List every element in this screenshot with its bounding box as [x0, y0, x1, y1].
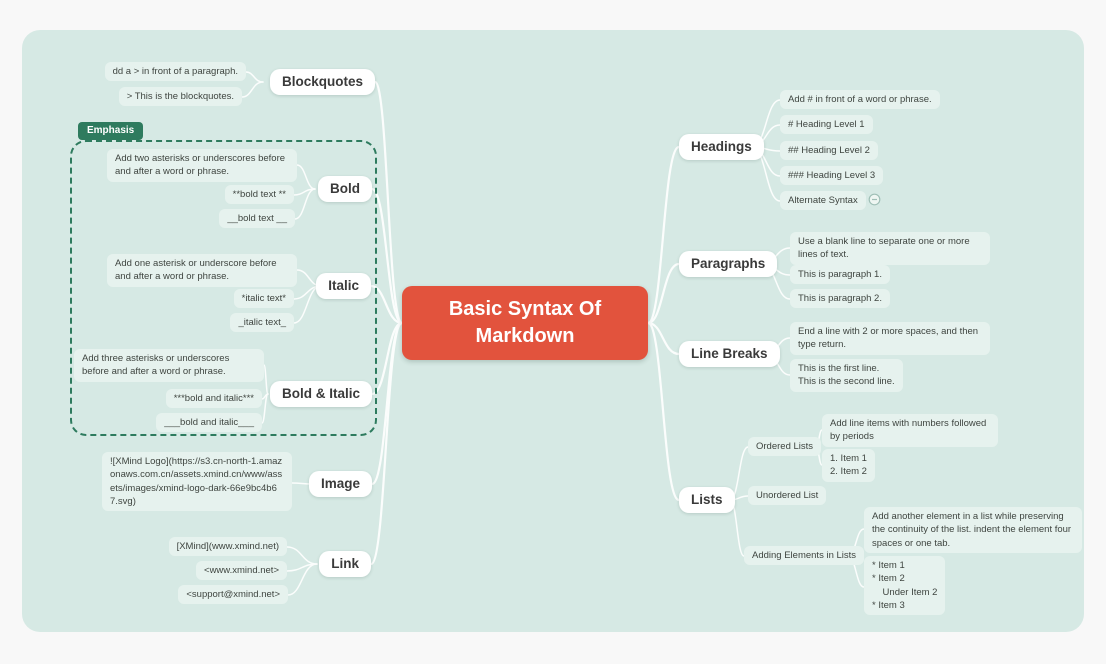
- lists-unordered-label[interactable]: Unordered List: [748, 486, 827, 506]
- headings-example-3[interactable]: ### Heading Level 3: [780, 166, 884, 186]
- blockquotes-example[interactable]: > This is the blockquotes.: [118, 87, 242, 107]
- topic-line-breaks[interactable]: Line Breaks: [679, 341, 780, 368]
- emphasis-boundary-label[interactable]: Emphasis: [78, 122, 144, 140]
- adding-elements-note[interactable]: Add another element in a list while pres…: [864, 507, 1082, 553]
- topic-bold-italic[interactable]: Bold & Italic: [269, 381, 372, 408]
- link-example-3[interactable]: <support@xmind.net>: [178, 585, 288, 605]
- bold-example-2[interactable]: __bold text __: [219, 209, 295, 229]
- adding-elements-example[interactable]: * Item 1 * Item 2 Under Item 2 * Item 3: [864, 556, 946, 616]
- headings-example-2[interactable]: ## Heading Level 2: [780, 141, 878, 161]
- topic-bold[interactable]: Bold: [318, 176, 372, 203]
- central-topic[interactable]: Basic Syntax Of Markdown: [402, 286, 648, 360]
- paragraphs-example-2[interactable]: This is paragraph 2.: [790, 289, 890, 309]
- headings-note[interactable]: Add # in front of a word or phrase.: [780, 90, 940, 110]
- link-example-1[interactable]: [XMind](www.xmind.net): [168, 537, 287, 557]
- topic-blockquotes[interactable]: Blockquotes: [269, 69, 375, 96]
- emphasis-boundary[interactable]: [70, 140, 377, 436]
- line-breaks-note[interactable]: End a line with 2 or more spaces, and th…: [790, 322, 990, 355]
- topic-link[interactable]: Link: [319, 551, 371, 578]
- topic-image[interactable]: Image: [308, 471, 372, 498]
- bold-example-1[interactable]: **bold text **: [224, 185, 294, 205]
- lists-adding-label[interactable]: Adding Elements in Lists: [744, 546, 865, 566]
- headings-example-1[interactable]: # Heading Level 1: [780, 115, 873, 135]
- topic-paragraphs[interactable]: Paragraphs: [679, 251, 778, 278]
- lists-ordered-label[interactable]: Ordered Lists: [748, 437, 822, 457]
- bold-italic-example-2[interactable]: ___bold and italic___: [156, 413, 262, 433]
- link-example-2[interactable]: <www.xmind.net>: [196, 561, 287, 581]
- topic-lists[interactable]: Lists: [679, 487, 735, 514]
- paragraphs-note[interactable]: Use a blank line to separate one or more…: [790, 232, 990, 265]
- topic-headings[interactable]: Headings: [679, 134, 764, 161]
- image-example[interactable]: ![XMind Logo](https://s3.cn-north-1.amaz…: [102, 452, 292, 512]
- blockquotes-note[interactable]: dd a > in front of a paragraph.: [104, 62, 246, 82]
- italic-note[interactable]: Add one asterisk or underscore before an…: [107, 254, 297, 287]
- headings-alternate-syntax[interactable]: Alternate Syntax: [780, 191, 866, 211]
- ordered-lists-example[interactable]: 1. Item 1 2. Item 2: [822, 449, 875, 482]
- collapse-icon[interactable]: [868, 193, 881, 206]
- bold-italic-example-1[interactable]: ***bold and italic***: [165, 389, 262, 409]
- italic-example-1[interactable]: *italic text*: [233, 289, 294, 309]
- paragraphs-example-1[interactable]: This is paragraph 1.: [790, 265, 890, 285]
- ordered-lists-note[interactable]: Add line items with numbers followed by …: [822, 414, 998, 447]
- italic-example-2[interactable]: _italic text_: [230, 313, 294, 333]
- line-breaks-example[interactable]: This is the first line. This is the seco…: [790, 359, 903, 392]
- bold-note[interactable]: Add two asterisks or underscores before …: [107, 149, 297, 182]
- bold-italic-note[interactable]: Add three asterisks or underscores befor…: [74, 349, 264, 382]
- topic-italic[interactable]: Italic: [316, 273, 371, 300]
